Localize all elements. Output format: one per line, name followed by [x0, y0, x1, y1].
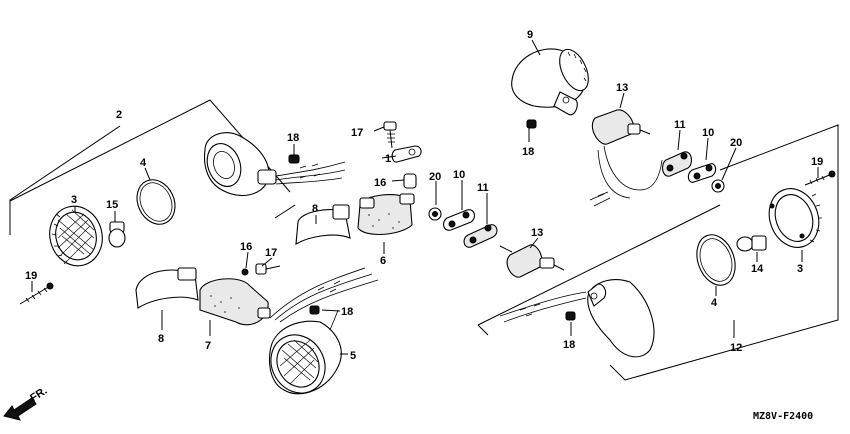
group-outline-12-d: [639, 204, 721, 246]
washer-20-left: [428, 207, 442, 221]
label-18-mid: 18: [341, 306, 353, 318]
label-8-top: 8: [312, 203, 318, 215]
plate-10-left: [442, 209, 476, 231]
bracket-8-top: [295, 204, 351, 246]
front-arrow-icon: [3, 397, 37, 421]
group-outline-12-a: [477, 244, 641, 326]
socket-13-left: [499, 244, 565, 278]
right-lens-3: [768, 188, 822, 248]
washer-20-right: [711, 179, 725, 193]
group-outline-12-c: [609, 124, 839, 381]
bulb-15: [108, 221, 126, 248]
label-9: 9: [527, 29, 533, 41]
label-16-left: 16: [240, 241, 252, 253]
label-4-right: 4: [711, 297, 718, 309]
label-19-right: 19: [811, 156, 823, 168]
bulb-14: [736, 235, 767, 252]
label-20-left: 20: [429, 171, 441, 183]
label-14: 14: [751, 263, 764, 275]
label-5: 5: [350, 350, 356, 362]
label-15: 15: [106, 199, 118, 211]
grommet-11-right: [661, 151, 693, 177]
label-6: 6: [380, 255, 386, 267]
label-3-right: 3: [797, 263, 803, 275]
rear-housing-9: [511, 48, 589, 116]
label-8-bottom: 8: [158, 333, 164, 345]
group-outline-2-d: [277, 177, 291, 193]
label-19-left: 19: [25, 270, 37, 282]
label-7: 7: [205, 340, 211, 352]
clip-1: [391, 145, 422, 163]
plate-10-right: [687, 163, 717, 183]
callout-labels: 1 2 3 3 4 4 5 6 7 8 8 9 10 10 11 11 12 1…: [25, 29, 823, 362]
label-16-top: 16: [374, 177, 386, 189]
bolt-18-upper: [288, 154, 300, 164]
bolt-17-left: [255, 263, 281, 275]
label-2: 2: [116, 109, 122, 121]
center-wires: [269, 267, 379, 323]
label-17-top: 17: [351, 127, 363, 139]
grommet-11-left: [463, 224, 498, 248]
front-signal-5: [268, 309, 342, 395]
label-3-left: 3: [71, 194, 77, 206]
label-10-left: 10: [453, 169, 465, 181]
front-signal-right: [499, 279, 655, 358]
left-housing-shell: [203, 132, 346, 196]
bracket-7: [199, 278, 271, 326]
label-18-top: 18: [287, 132, 299, 144]
label-18-right-top: 18: [522, 146, 534, 158]
leader-lines: [31, 39, 819, 355]
bolt-18-mid: [309, 305, 320, 315]
label-13-left: 13: [531, 227, 543, 239]
socket-13-right: [589, 109, 663, 207]
clamp-6: [357, 193, 415, 235]
group-outline-12-b: [477, 324, 489, 336]
diagram-code: MZ8V-F2400: [753, 411, 813, 422]
label-4-left: 4: [140, 157, 147, 169]
group-outline-2-c: [274, 204, 296, 219]
label-11-right: 11: [674, 119, 686, 131]
left-lens-3: [49, 205, 103, 267]
label-12: 12: [730, 342, 742, 354]
label-1: 1: [385, 153, 391, 165]
bolt-16-left: [241, 268, 249, 276]
right-ring-4: [696, 234, 736, 286]
wire-ticks: [317, 280, 341, 293]
bolt-18-right-bottom: [565, 311, 576, 321]
bolt-16-top: [403, 173, 417, 189]
label-17-left: 17: [265, 247, 277, 259]
label-13-right: 13: [616, 82, 628, 94]
left-ring-4: [136, 179, 176, 225]
label-18-right-bottom: 18: [563, 339, 575, 351]
label-20-right: 20: [730, 137, 742, 149]
bolt-17-top: [383, 121, 397, 149]
right-screw-19: [804, 170, 836, 186]
front-direction-marker: FR.: [3, 385, 50, 421]
label-10-right: 10: [702, 127, 714, 139]
left-screw-19: [19, 282, 54, 305]
bolt-18-right-top: [526, 119, 537, 129]
label-11-left: 11: [477, 182, 489, 194]
bracket-8-bottom: [135, 267, 199, 309]
